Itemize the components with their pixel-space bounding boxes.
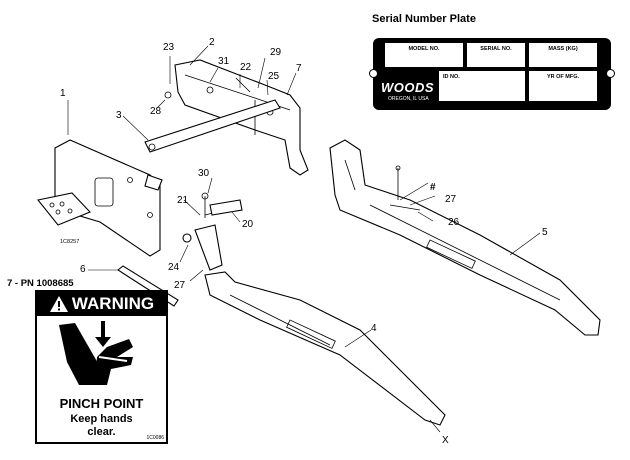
callout-25: 25 (268, 71, 280, 82)
warning-triangle-icon (49, 296, 68, 312)
serial-plate-title: Serial Number Plate (372, 13, 476, 25)
callout-28: 28 (150, 106, 162, 117)
callout-27a: 27 (174, 280, 186, 291)
warning-line-3: clear. (87, 426, 116, 438)
callout-24: 24 (168, 262, 180, 273)
pinch-point-hand-icon (59, 321, 133, 385)
plate-location: OREGON, IL USA (388, 96, 429, 102)
plate-brand-logo: WOODS (381, 80, 435, 95)
plate-field-mass: MASS (KG) (529, 43, 597, 67)
callout-21: 21 (177, 195, 189, 206)
callout-x: X (442, 435, 449, 446)
callout-5: 5 (542, 227, 548, 238)
callout-2: 2 (209, 37, 215, 48)
warning-line-2: Keep hands (70, 413, 133, 425)
plate-field-serial: SERIAL NO. (467, 43, 525, 67)
plate-field-model: MODEL NO. (385, 43, 463, 67)
callout-4: 4 (371, 323, 377, 334)
warning-decal: WARNING PINCH POINT Keep hands clear. 1C… (35, 290, 168, 444)
callout-22: 22 (240, 62, 252, 73)
arm-5 (329, 139, 601, 336)
warning-header: WARNING (37, 292, 166, 316)
warning-line-1: PINCH POINT (59, 396, 144, 411)
callout-20: 20 (242, 219, 254, 230)
plate-field-year: YR OF MFG. (529, 71, 597, 101)
arm-4 (194, 207, 446, 426)
callout-6: 6 (80, 264, 86, 275)
decal-part-number: 7 - PN 1008685 (7, 278, 74, 289)
callout-29: 29 (270, 47, 282, 58)
plate-rivet-right (606, 69, 615, 78)
callout-23: 23 (163, 42, 175, 53)
mount-bracket (37, 139, 163, 257)
long-bar (144, 99, 281, 153)
warning-header-text: WARNING (71, 294, 155, 313)
callout-31: 31 (218, 56, 230, 67)
plate-rivet-left (369, 69, 378, 78)
callout-30: 30 (198, 168, 210, 179)
plate-field-id: ID NO. (439, 71, 525, 101)
hardware (164, 77, 251, 243)
callout-1: 1 (60, 88, 66, 99)
leader-lines (67, 45, 541, 433)
warning-decal-code: 1C0086 (146, 435, 164, 441)
callout-7: 7 (296, 63, 302, 74)
callout-hash: # (430, 182, 436, 193)
callout-3: 3 (116, 110, 122, 121)
callout-27b: 27 (445, 194, 457, 205)
callout-26: 26 (448, 217, 460, 228)
serial-plate: MODEL NO. SERIAL NO. MASS (KG) ID NO. YR… (369, 38, 615, 110)
mount-code: 1C8257 (60, 239, 79, 245)
